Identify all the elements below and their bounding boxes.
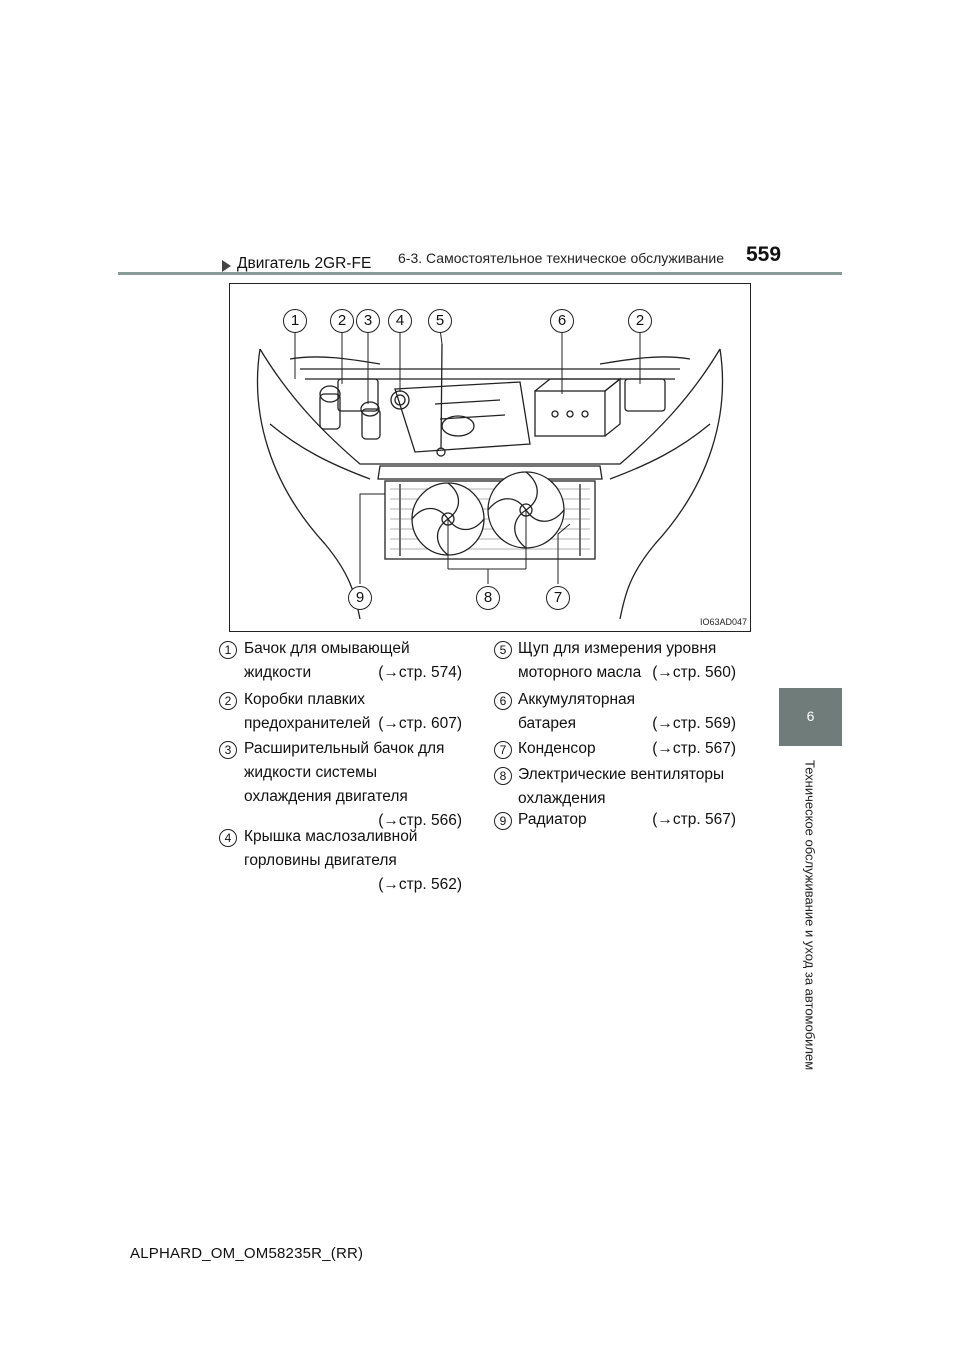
legend-text: Бачок для омывающей [244,640,410,657]
callout-3: 3 [356,309,380,333]
subheading: Двигатель 2GR-FE [237,255,372,272]
callout-1: 1 [283,309,307,333]
legend-text: моторного масла [518,664,642,681]
callout-9: 9 [348,586,372,610]
page-ref: (→стр. 567) [652,811,736,828]
section-title: 6-3. Самостоятельное техническое обслужи… [398,250,725,266]
legend-text: Коробки плавких [244,691,365,708]
legend-num-2: 2 [219,692,237,710]
legend-num-6: 6 [494,692,512,710]
legend-item-8: Электрические вентиляторы охлаждения [518,763,736,811]
chapter-side-title-text: Техническое обслуживание и уход за автом… [802,760,818,1071]
legend-text: Радиатор [518,811,587,828]
document-code-footer: ALPHARD_OM_OM58235R_(RR) [130,1245,364,1262]
legend-text: батарея [518,715,576,732]
callout-4: 4 [388,309,412,333]
legend-num-8: 8 [494,767,512,785]
page-ref: (→стр. 560) [652,664,736,681]
chapter-tab [779,688,842,746]
legend-text: Аккумуляторная [518,691,636,708]
engine-bay-figure: 1 2 3 4 5 6 2 9 8 7 [229,283,751,632]
legend-text: Конденсор [518,740,596,757]
figure-code: IO63AD047 [700,617,748,627]
legend-num-4: 4 [219,829,237,847]
legend-num-1: 1 [219,641,237,659]
page-ref: (→стр. 569) [652,715,736,732]
page-ref: (→стр. 574) [378,664,462,681]
legend-item-5: Щуп для измерения уровня моторного масла… [518,637,736,685]
legend-text: Крышка маслозаливной [244,828,418,845]
page-number: 559 [746,243,782,266]
legend-item-1: Бачок для омывающей жидкости (→стр. 574) [244,637,462,685]
legend-num-5: 5 [494,641,512,659]
legend-num-9: 9 [494,812,512,830]
header-divider [118,272,842,275]
legend-text: горловины двигателя [244,852,397,869]
callout-2: 2 [330,309,354,333]
legend-text: жидкости системы [244,764,377,781]
callout-6: 6 [550,309,574,333]
legend-text: охлаждения двигателя [244,788,408,805]
legend-num-3: 3 [219,741,237,759]
legend-item-7: Конденсор (→стр. 567) [518,737,736,761]
legend-item-4: Крышка маслозаливной горловины двигателя… [244,825,462,893]
engine-bay-illustration [256,328,724,620]
page-ref: (→стр. 562) [378,876,462,893]
legend-text: Щуп для измерения уровня [518,640,717,657]
callout-7: 7 [546,586,570,610]
legend-text: предохранителей [244,715,371,732]
arrow-bullet-icon [222,260,231,272]
callout-5: 5 [428,309,452,333]
legend-num-7: 7 [494,741,512,759]
callout-8: 8 [476,586,500,610]
callout-2b: 2 [628,309,652,333]
page-ref: (→стр. 566) [378,812,462,829]
legend-item-2: Коробки плавких предохранителей (→стр. 6… [244,688,462,736]
legend-text: Расширительный бачок для [244,740,445,757]
page-ref: (→стр. 567) [652,740,736,757]
page-ref: (→стр. 607) [378,715,462,732]
legend-text: Электрические вентиляторы [518,766,725,783]
chapter-number: 6 [806,708,815,724]
legend-item-3: Расширительный бачок для жидкости систем… [244,737,462,829]
legend-item-9: Радиатор (→стр. 567) [518,808,736,832]
legend-text: охлаждения [518,790,606,807]
legend-item-6: Аккумуляторная батарея (→стр. 569) [518,688,736,736]
chapter-side-title: Техническое обслуживание и уход за автом… [790,760,830,1210]
legend-text: жидкости [244,664,312,681]
